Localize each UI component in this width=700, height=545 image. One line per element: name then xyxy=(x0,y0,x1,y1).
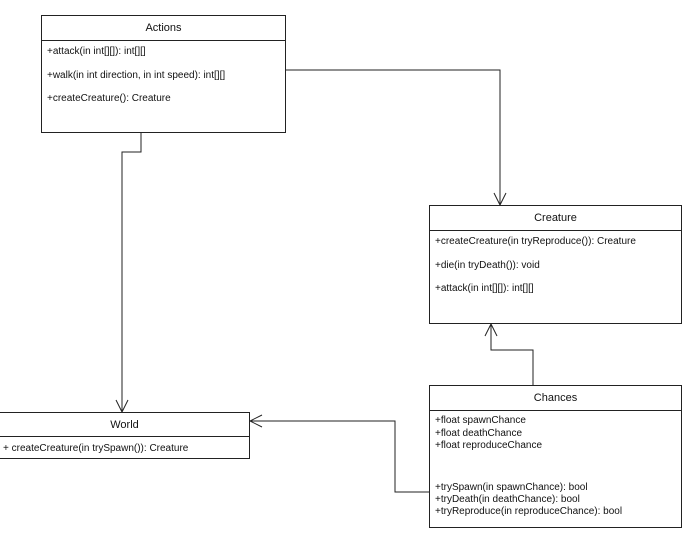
chances-class-title: Chances xyxy=(430,386,681,411)
world-class-title: World xyxy=(0,413,249,437)
actions-to-world-connector xyxy=(121,133,142,412)
creature-method: +attack(in int[][]): int[][] xyxy=(435,283,534,294)
chances-to-creature-connector xyxy=(490,324,534,385)
actions-class-box[interactable]: Actions +attack(in int[][]): int[][] +wa… xyxy=(41,15,286,133)
chances-method: +tryReproduce(in reproduceChance): bool xyxy=(435,506,623,517)
world-class-box[interactable]: World + createCreature(in trySpawn()): C… xyxy=(0,412,250,459)
creature-arrowhead-bottom xyxy=(484,322,498,337)
chances-class-box[interactable]: Chances +float spawnChance +float deathC… xyxy=(429,385,682,528)
actions-method: +walk(in int direction, in int speed): i… xyxy=(47,70,226,81)
creature-method: +createCreature(in tryReproduce()): Crea… xyxy=(435,236,636,247)
actions-method: +attack(in int[][]): int[][] xyxy=(47,46,146,57)
chances-method: +trySpawn(in spawnChance): bool xyxy=(435,482,588,493)
chances-attribute: +float deathChance xyxy=(435,428,523,439)
chances-attribute: +float spawnChance xyxy=(435,415,526,426)
actions-class-title: Actions xyxy=(42,16,285,41)
creature-class-title: Creature xyxy=(430,206,681,231)
chances-attribute: +float reproduceChance xyxy=(435,440,543,451)
world-arrowhead-right xyxy=(248,414,263,428)
chances-method: +tryDeath(in deathChance): bool xyxy=(435,494,580,505)
actions-method: +createCreature(): Creature xyxy=(47,93,171,104)
creature-class-box[interactable]: Creature +createCreature(in tryReproduce… xyxy=(429,205,682,324)
world-method: + createCreature(in trySpawn()): Creatur… xyxy=(3,443,189,454)
chances-to-world-connector xyxy=(250,420,429,493)
creature-method: +die(in tryDeath()): void xyxy=(435,260,540,271)
actions-to-creature-connector xyxy=(285,69,501,205)
